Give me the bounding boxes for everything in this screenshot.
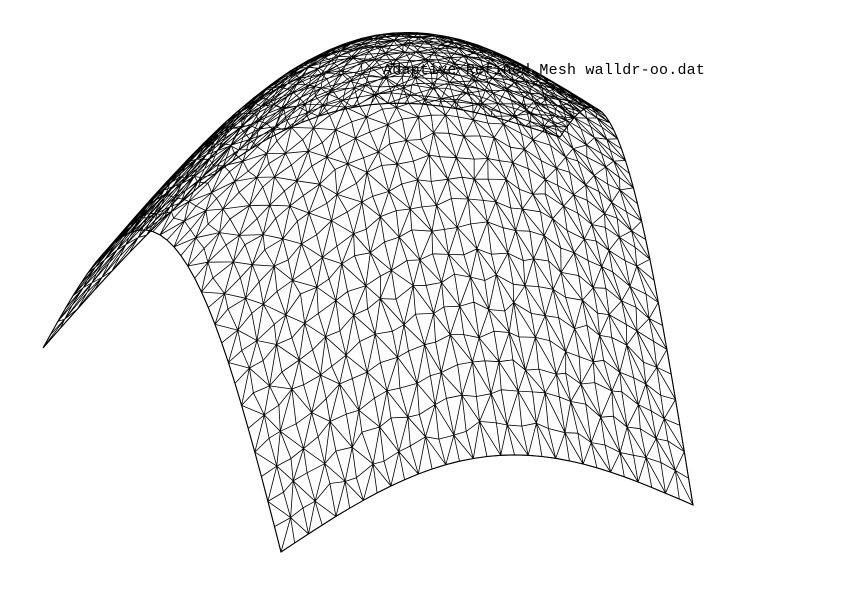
- mesh-boundary: [42, 102, 694, 553]
- mesh-wireframe: [42, 32, 694, 553]
- mesh-edges: [42, 32, 694, 553]
- figure-title: Adaptive Refined Mesh walldr-oo.dat: [383, 62, 706, 79]
